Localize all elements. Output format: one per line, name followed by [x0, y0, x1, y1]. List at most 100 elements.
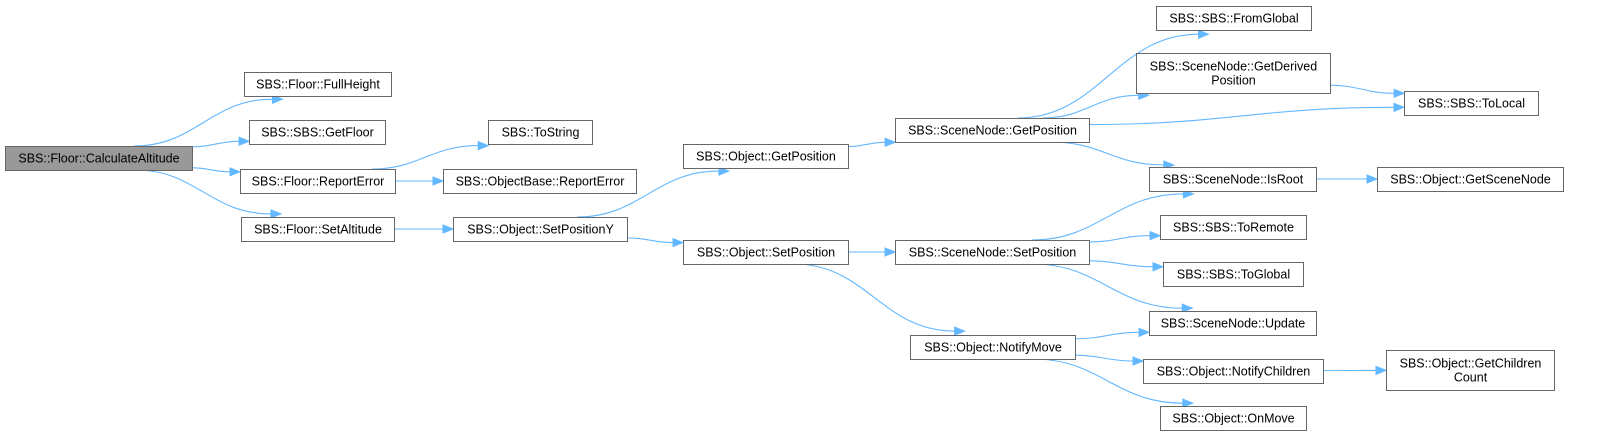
node-label: SBS::SceneNode::SetPosition	[909, 246, 1077, 260]
edge-set_pos_y-to-obj_set_pos	[626, 237, 685, 248]
arrowhead-icon	[1149, 230, 1162, 241]
node-box	[1136, 53, 1331, 94]
node-ob-report[interactable]: SBS::ObjectBase::ReportError	[443, 169, 637, 194]
node-calc-alt[interactable]: SBS::Floor::CalculateAltitude	[5, 146, 193, 171]
node-label: SBS::SceneNode::GetPosition	[908, 124, 1077, 138]
node-box	[241, 217, 395, 242]
edge-calc_alt-to-report_error	[191, 167, 242, 177]
edge-line	[1050, 141, 1164, 166]
node-sn-get-pos[interactable]: SBS::SceneNode::GetPosition	[895, 118, 1090, 143]
arrowhead-icon	[442, 224, 455, 234]
edge-line	[1329, 84, 1395, 94]
edge-line	[191, 140, 240, 148]
arrowhead-icon	[1152, 261, 1165, 272]
node-label: SBS::Floor::SetAltitude	[254, 223, 382, 237]
node-box	[1163, 262, 1304, 287]
node-get-scene-node[interactable]: SBS::Object::GetSceneNode	[1377, 167, 1564, 192]
node-label: Position	[1211, 74, 1256, 88]
edge-obj_set_pos-to-notify_move	[794, 263, 966, 336]
node-box	[1386, 350, 1555, 391]
node-box	[910, 335, 1076, 360]
edges-layer	[134, 29, 1406, 408]
edge-line	[1088, 235, 1151, 243]
edge-line	[1088, 106, 1395, 126]
node-label: SBS::Object::NotifyChildren	[1157, 365, 1311, 379]
arrowhead-icon	[672, 237, 685, 248]
node-label: Count	[1454, 371, 1488, 385]
arrowhead-icon	[1393, 88, 1406, 99]
node-is-root[interactable]: SBS::SceneNode::IsRoot	[1149, 167, 1317, 192]
nodes-layer: SBS::Floor::CalculateAltitudeSBS::Floor:…	[5, 6, 1564, 431]
node-report-error[interactable]: SBS::Floor::ReportError	[240, 169, 396, 194]
edge-line	[191, 167, 231, 173]
node-label: SBS::SBS::FromGlobal	[1169, 12, 1298, 26]
edge-set_pos_y-to-obj_get_pos	[577, 166, 731, 218]
node-box	[1143, 359, 1324, 384]
edge-line	[1074, 354, 1134, 362]
node-obj-set-pos[interactable]: SBS::Object::SetPosition	[683, 240, 849, 265]
edge-notify_children-to-get_children	[1322, 365, 1388, 376]
node-label: SBS::Floor::ReportError	[252, 175, 385, 189]
node-sn-set-pos[interactable]: SBS::SceneNode::SetPosition	[895, 240, 1090, 265]
arrowhead-icon	[1198, 29, 1210, 39]
edge-obj_get_pos-to-sn_get_pos	[847, 137, 897, 148]
node-label: SBS::Object::OnMove	[1172, 412, 1294, 426]
node-label: SBS::Object::GetPosition	[696, 150, 836, 164]
edge-sn_set_pos-to-to_global	[1088, 260, 1165, 272]
edge-line	[1032, 263, 1183, 309]
node-notify-children[interactable]: SBS::Object::NotifyChildren	[1143, 359, 1324, 384]
node-box	[443, 169, 637, 194]
arrowhead-icon	[1366, 174, 1379, 184]
edge-sn_get_pos-to-is_root	[1050, 141, 1176, 170]
arrowhead-icon	[884, 247, 897, 257]
node-label: SBS::Object::NotifyMove	[924, 341, 1062, 355]
edge-line	[1074, 331, 1140, 340]
node-label: SBS::SceneNode::IsRoot	[1163, 173, 1304, 187]
node-from-global[interactable]: SBS::SBS::FromGlobal	[1156, 6, 1312, 31]
edge-notify_move-to-sn_update	[1074, 327, 1151, 340]
node-sn-update[interactable]: SBS::SceneNode::Update	[1149, 311, 1317, 336]
node-to-local[interactable]: SBS::SBS::ToLocal	[1404, 91, 1539, 116]
node-obj-get-pos[interactable]: SBS::Object::GetPosition	[683, 144, 849, 169]
node-box	[683, 240, 849, 265]
node-box	[1377, 167, 1564, 192]
node-set-pos-y[interactable]: SBS::Object::SetPositionY	[453, 217, 628, 242]
node-to-remote[interactable]: SBS::SBS::ToRemote	[1160, 215, 1307, 240]
node-to-global[interactable]: SBS::SBS::ToGlobal	[1163, 262, 1304, 287]
node-to-string[interactable]: SBS::ToString	[488, 120, 593, 145]
node-label: SBS::Floor::CalculateAltitude	[18, 152, 179, 166]
edge-report_error-to-to_string	[371, 140, 490, 170]
node-box	[1156, 6, 1312, 31]
node-notify-move[interactable]: SBS::Object::NotifyMove	[910, 335, 1076, 360]
node-label: SBS::Object::SetPositionY	[467, 223, 614, 237]
node-set-altitude[interactable]: SBS::Floor::SetAltitude	[241, 217, 395, 242]
node-get-floor[interactable]: SBS::SBS::GetFloor	[249, 120, 386, 145]
node-label: SBS::Object::GetChildren	[1400, 357, 1542, 371]
node-label: SBS::Object::SetPosition	[697, 246, 835, 260]
node-on-move[interactable]: SBS::Object::OnMove	[1160, 406, 1307, 431]
node-label: SBS::SceneNode::GetDerived	[1150, 60, 1317, 74]
edge-calc_alt-to-full_height	[134, 94, 284, 147]
node-box	[244, 72, 392, 97]
edge-line	[1088, 260, 1154, 268]
node-box	[895, 240, 1090, 265]
node-label: SBS::SBS::GetFloor	[261, 126, 374, 140]
node-label: SBS::SBS::ToRemote	[1173, 221, 1294, 235]
node-label: SBS::SceneNode::Update	[1161, 317, 1306, 331]
edge-line	[1031, 193, 1184, 241]
edge-calc_alt-to-get_floor	[191, 136, 251, 148]
node-full-height[interactable]: SBS::Floor::FullHeight	[244, 72, 392, 97]
arrowhead-icon	[477, 140, 490, 151]
edge-line	[794, 263, 955, 332]
node-box	[1160, 406, 1307, 431]
edge-report_error-to-ob_report	[394, 176, 445, 186]
node-box	[5, 146, 193, 171]
arrowhead-icon	[272, 94, 284, 104]
edge-get_derived-to-to_local	[1329, 84, 1406, 99]
node-box	[895, 118, 1090, 143]
node-label: SBS::SBS::ToGlobal	[1177, 268, 1290, 282]
node-box	[249, 120, 386, 145]
node-label: SBS::SBS::ToLocal	[1418, 97, 1525, 111]
